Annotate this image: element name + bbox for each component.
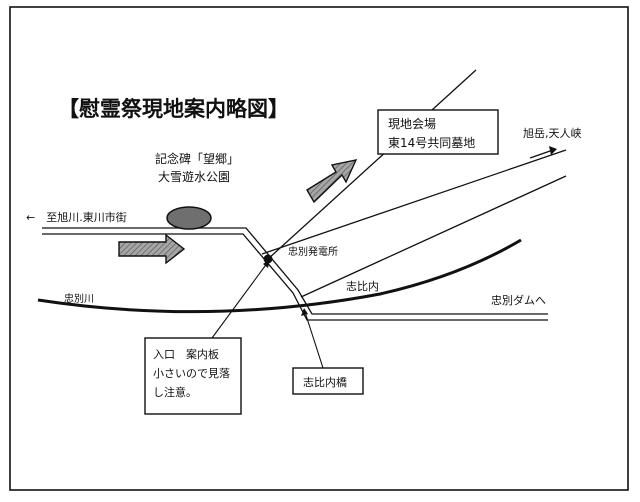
monument-label-line2: 大雪遊水公園 [158, 169, 230, 184]
chubetsu-river-label: 忠別川 [64, 293, 94, 305]
road-to-asahidake [261, 149, 567, 298]
junction-dot [263, 254, 273, 264]
road-to-venue [267, 69, 477, 260]
chubetsu-dam-label: 忠別ダムへ [491, 293, 546, 307]
entrance-leader [211, 261, 269, 339]
entrance-box [144, 337, 242, 415]
direction-arrow-venue [306, 159, 358, 204]
bridge-leader-arrowhead [301, 308, 308, 316]
entrance-label-line3: し注意。 [153, 385, 197, 399]
asahidake-arrowhead-icon [549, 146, 557, 155]
asahidake-arrow-icon [529, 149, 554, 159]
monument-oval [166, 206, 212, 230]
map-title: 【慰霊祭現地案内略図】 [58, 96, 289, 121]
entrance-label-line2: 小さいので見落 [153, 367, 230, 380]
shipinai-label: 志比内 [346, 279, 379, 293]
venue-label-line2: 東14号共同墓地 [388, 136, 475, 150]
bridge-leader [304, 311, 324, 369]
chubetsu-river [37, 238, 522, 314]
monument-label-line1: 記念碑「望郷」 [155, 151, 239, 166]
venue-box [377, 109, 499, 155]
entrance-label-line1: 入口 案内板 [153, 347, 219, 361]
direction-asahidake-label: 旭岳,天人峡 [523, 126, 582, 140]
bridge-label: 志比内橋 [303, 375, 347, 389]
venue-label-line1: 現地会場 [388, 117, 436, 131]
bridge-box [292, 367, 364, 395]
direction-arrow-east [118, 233, 186, 265]
entrance-leader-arrowhead [263, 259, 270, 268]
power-station-label: 忠別発電所 [288, 245, 338, 258]
map-frame [9, 6, 629, 491]
direction-asahikawa-label: ← 至旭川.東川市街 [26, 210, 127, 224]
